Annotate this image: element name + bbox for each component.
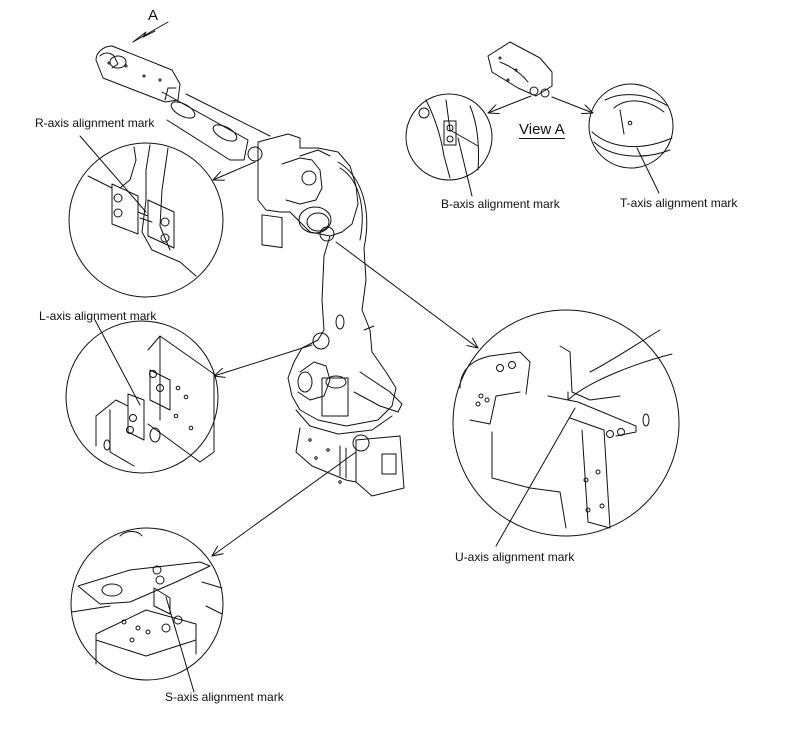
leader-lines [79, 135, 660, 693]
l-axis-label: L-axis alignment mark [39, 309, 157, 323]
r-axis-indicator [247, 146, 263, 162]
s-axis-indicator [352, 434, 370, 452]
u-axis-label: U-axis alignment mark [455, 550, 575, 564]
view-a-arrow [132, 21, 169, 43]
robot-base [287, 339, 405, 497]
t-axis-label: T-axis alignment mark [620, 196, 738, 210]
r-axis-detail [68, 142, 224, 298]
view-a-thumbnail [487, 41, 553, 98]
robot-forearm [95, 45, 271, 161]
mark-indicators [247, 146, 370, 452]
b-axis-label: B-axis alignment mark [441, 197, 560, 211]
l-axis-detail [65, 320, 219, 474]
u-axis-detail [452, 309, 680, 537]
robot-upper-housing [257, 133, 368, 249]
view-a-leader-t [551, 96, 594, 113]
s-axis-label: S-axis alignment mark [165, 690, 284, 704]
u-axis-indicator [319, 226, 335, 242]
b-axis-detail [405, 93, 493, 181]
view-a-leader-b [487, 95, 532, 113]
view-a-title: View A [519, 121, 565, 139]
s-axis-detail [70, 527, 224, 681]
t-axis-detail [588, 83, 674, 169]
r-axis-label: R-axis alignment mark [35, 116, 155, 130]
view-a-marker: A [148, 7, 159, 24]
l-axis-indicator [312, 332, 330, 350]
